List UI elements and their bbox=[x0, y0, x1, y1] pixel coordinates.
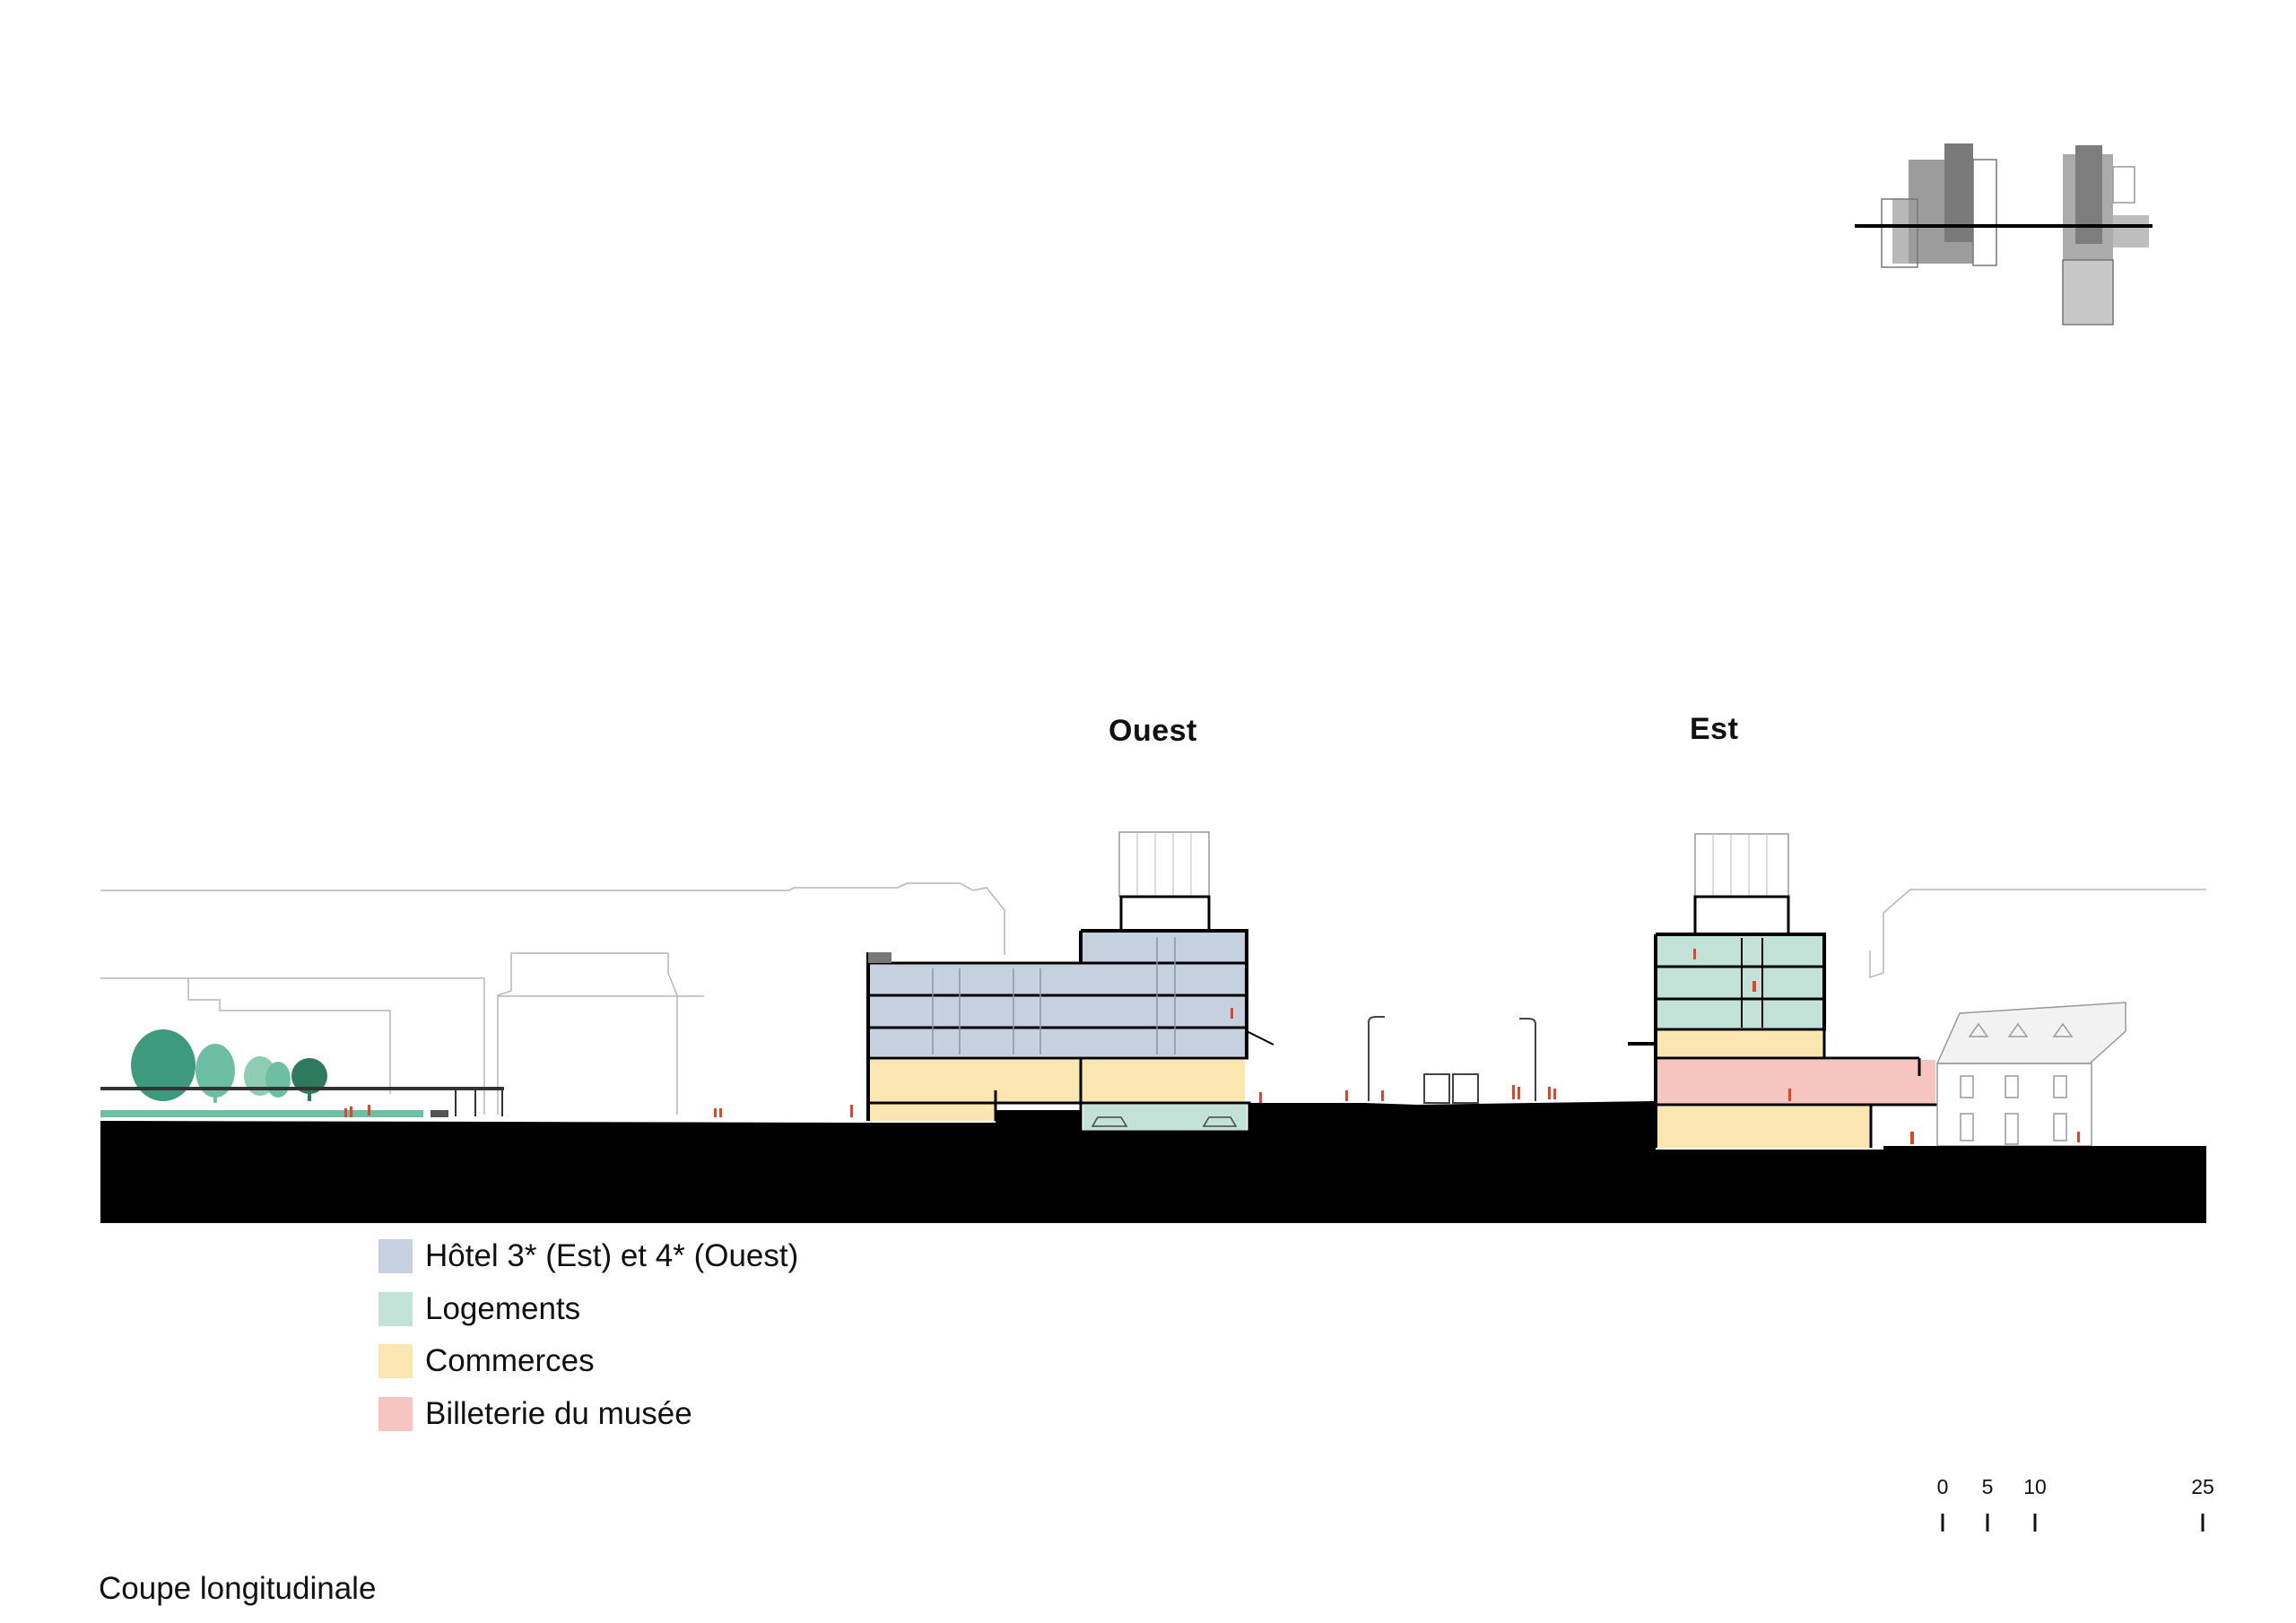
legend: Hôtel 3* (Est) et 4* (Ouest) Logements C… bbox=[378, 1230, 798, 1440]
legend-item-housing: Logements bbox=[378, 1283, 798, 1336]
legend-swatch-housing bbox=[378, 1291, 413, 1326]
scale-tick-5 bbox=[1986, 1514, 1989, 1532]
legend-item-ticketing: Billeterie du musée bbox=[378, 1388, 798, 1441]
legend-item-retail: Commerces bbox=[378, 1335, 798, 1388]
key-plan-icon bbox=[1855, 143, 2152, 325]
scale-tick-25 bbox=[2201, 1514, 2205, 1532]
label-west: Ouest bbox=[1109, 714, 1197, 748]
scale-label-0: 0 bbox=[1936, 1475, 1949, 1498]
scale-tick-0 bbox=[1941, 1514, 1944, 1532]
ground-section bbox=[100, 1101, 2206, 1223]
car-icon bbox=[1091, 1116, 1238, 1127]
scale-label-5: 5 bbox=[1981, 1475, 1994, 1498]
person-icon bbox=[344, 949, 2080, 1144]
streetlight-icon bbox=[1368, 1016, 1536, 1104]
legend-item-hotel: Hôtel 3* (Est) et 4* (Ouest) bbox=[378, 1230, 798, 1283]
scale-label-25: 25 bbox=[2191, 1475, 2214, 1498]
legend-swatch-retail bbox=[378, 1344, 413, 1379]
tree-icon bbox=[131, 1029, 327, 1103]
east-building bbox=[1628, 833, 1937, 1148]
legend-label-housing: Logements bbox=[425, 1290, 581, 1326]
left-terrace bbox=[100, 1087, 504, 1117]
house-icon bbox=[1935, 1002, 2126, 1147]
scale-label-10: 10 bbox=[2023, 1475, 2047, 1498]
scale-tick-10 bbox=[2033, 1514, 2037, 1532]
legend-label-ticketing: Billeterie du musée bbox=[425, 1395, 692, 1431]
legend-label-hotel: Hôtel 3* (Est) et 4* (Ouest) bbox=[425, 1238, 799, 1274]
caption: Coupe longitudinale bbox=[99, 1571, 377, 1606]
legend-swatch-ticketing bbox=[378, 1396, 413, 1431]
legend-label-retail: Commerces bbox=[425, 1343, 595, 1379]
label-east: Est bbox=[1690, 712, 1739, 746]
west-building bbox=[866, 831, 1274, 1133]
legend-swatch-hotel bbox=[378, 1239, 413, 1274]
background-skyline bbox=[100, 882, 2206, 1115]
